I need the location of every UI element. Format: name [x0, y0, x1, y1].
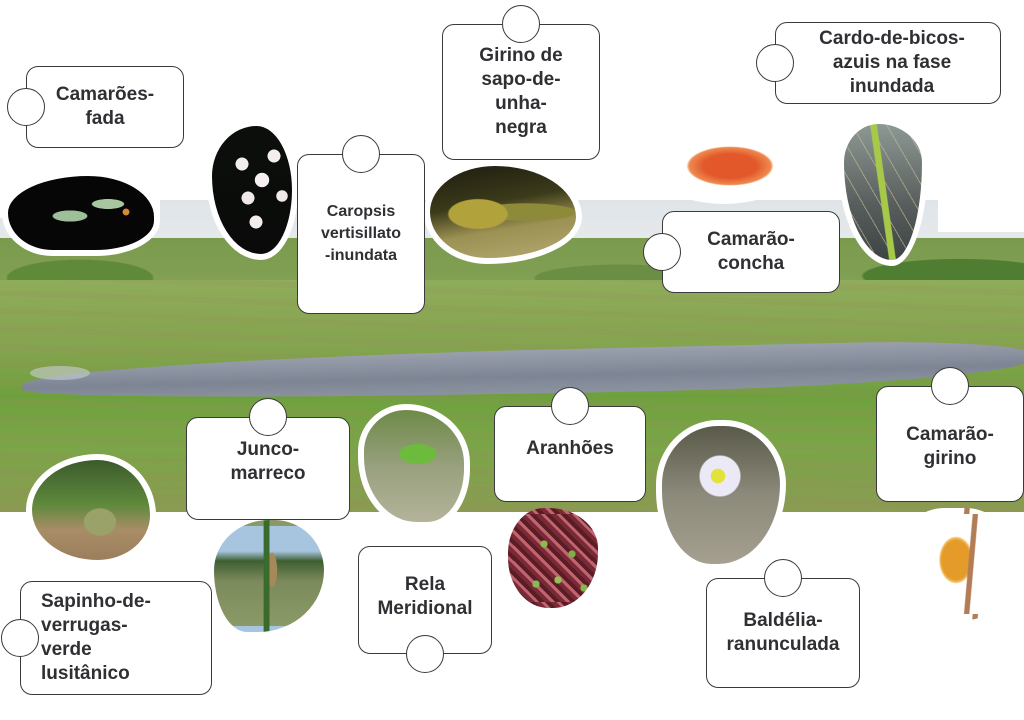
photo-thistle-flooded[interactable]: [838, 118, 928, 266]
label-card-caropsis[interactable]: Caropsis vertisillato -inundata: [297, 135, 425, 314]
label-text: Camarão- concha: [707, 229, 795, 274]
photo-baldellia-flower[interactable]: [656, 420, 786, 570]
connector-circle[interactable]: [756, 44, 794, 82]
label-text: Junco- marreco: [230, 439, 306, 484]
label-card-rush[interactable]: Junco- marreco: [186, 398, 350, 520]
label-text: Baldélia- ranunculada: [726, 610, 840, 655]
label-card-aranhoes[interactable]: Aranhões: [494, 387, 646, 502]
connector-circle[interactable]: [931, 367, 969, 405]
photo-spider-plant[interactable]: [508, 508, 598, 608]
connector-circle[interactable]: [643, 233, 681, 271]
photo-rush[interactable]: [214, 520, 324, 632]
label-card-baldellia[interactable]: Baldélia- ranunculada: [706, 559, 860, 688]
connector-circle[interactable]: [1, 619, 39, 657]
label-card-thistle[interactable]: Cardo-de-bicos- azuis na fase inundada: [756, 22, 1001, 104]
background-cutout: [938, 200, 1024, 232]
connector-circle[interactable]: [342, 135, 380, 173]
label-text: Camarão- girino: [906, 424, 994, 469]
connector-circle[interactable]: [7, 88, 45, 126]
connector-circle[interactable]: [249, 398, 287, 436]
label-text: Girino de sapo-de- unha- negra: [479, 45, 563, 138]
label-text: Aranhões: [526, 438, 614, 459]
photo-caropsis-flower[interactable]: [206, 120, 298, 260]
label-text: Camarões- fada: [55, 84, 155, 129]
label-card-clam-shrimp[interactable]: Camarão- concha: [643, 211, 840, 293]
label-card-fairy-shrimp[interactable]: Camarões- fada: [7, 66, 184, 148]
label-card-tree-frog[interactable]: Rela Meridional: [358, 546, 492, 673]
photo-natterjack-toad[interactable]: [26, 454, 156, 566]
photo-spadefoot-tadpole[interactable]: [424, 160, 582, 264]
label-card-spadefoot-tadpole[interactable]: Girino de sapo-de- unha- negra: [442, 5, 600, 160]
photo-clam-shrimp[interactable]: [648, 118, 800, 204]
connector-circle[interactable]: [502, 5, 540, 43]
label-text: Rela Meridional: [377, 574, 473, 619]
photo-tree-frog[interactable]: [358, 404, 470, 528]
connector-circle[interactable]: [406, 635, 444, 673]
connector-circle[interactable]: [551, 387, 589, 425]
photo-fairy-shrimp[interactable]: [2, 170, 160, 256]
label-text: Caropsis vertisillato -inundata: [320, 203, 402, 264]
label-text: Cardo-de-bicos- azuis na fase inundada: [819, 28, 965, 97]
label-card-natterjack-toad[interactable]: Sapinho-de- verrugas- verde lusitânico: [1, 581, 212, 695]
pond-reflection: [30, 366, 90, 380]
label-card-tadpole-shrimp[interactable]: Camarão- girino: [876, 367, 1024, 502]
photo-tadpole-shrimp[interactable]: [900, 508, 1010, 620]
connector-circle[interactable]: [764, 559, 802, 597]
label-text: Sapinho-de- verrugas- verde lusitânico: [41, 591, 151, 684]
